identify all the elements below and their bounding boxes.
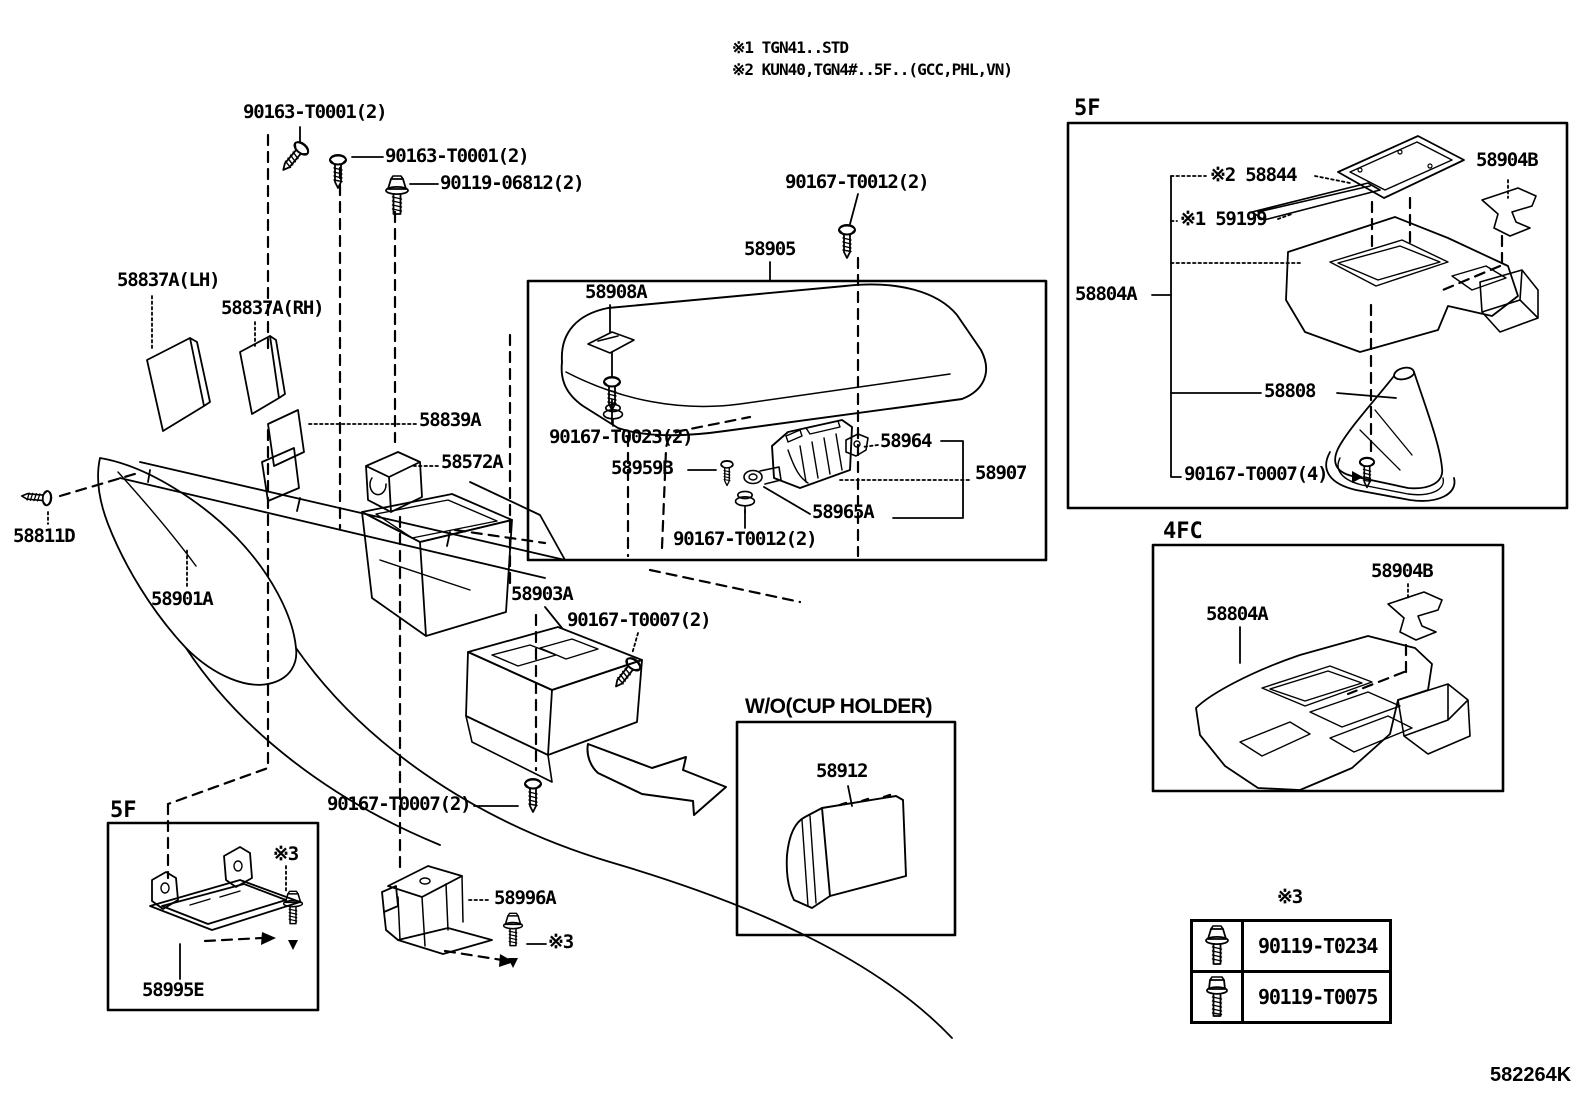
part-label-58995e: 58995E [142,979,205,1001]
part-label-58996a: 58996A [494,887,557,909]
part-label-58907: 58907 [975,462,1027,484]
part-label-58804a-4fc: 58804A [1206,603,1269,625]
part-label-58959b: 58959B [611,457,674,479]
part-label-58837a-lh: 58837A(LH) [117,269,221,291]
part-label-58837a-rh: 58837A(RH) [221,297,325,319]
part-label-90163-t0001-1: 90163-T0001(2) [243,101,388,123]
part-label-58808: 58808 [1264,380,1316,402]
part-label-58908a: 58908A [585,281,648,303]
console-body-drawing [97,335,953,1039]
note-star3-table: ※3 [1277,886,1303,908]
bolt-icon [1193,922,1244,970]
part-label-90167-t0012-top: 90167-T0012(2) [785,171,930,193]
part-label-58839a: 58839A [419,409,482,431]
pointer-arrow [586,743,727,816]
part-label-90167-t0007-b: 90167-T0007(2) [327,793,472,815]
armrest-assembly-box [526,279,1048,562]
bracket-58996a-drawing [381,865,493,955]
table-part-number: 90119-T0075 [1258,985,1378,1009]
part-label-58901a: 58901A [151,588,214,610]
cup-holder-box-title: W/O(CUP HOLDER) [745,695,932,718]
figure-code: 582264K [1490,1064,1572,1086]
leader-lines [179,126,1397,980]
box-tag-4fc: 4FC [1163,519,1203,544]
part-label-58844: ※2 58844 [1210,164,1298,186]
alignment-dashes [58,133,1504,962]
four-speed-parts-drawing [1195,591,1471,791]
armrest-drawing [560,283,988,489]
part-label-90163-t0001-2: 90163-T0001(2) [385,145,530,167]
box-tag-5f-bottom: 5F [110,798,137,823]
part-label-58965a: 58965A [812,501,875,523]
note-star3-bolt: ※3 [548,931,574,953]
bolt-icon [1193,973,1244,1021]
five-speed-parts-drawing [1251,135,1539,502]
part-label-90167-t0023: 90167-T0023(2) [549,426,694,448]
part-label-58904b-top: 58904B [1476,149,1539,171]
part-label-58804a-top: 58804A [1075,283,1138,305]
part-label-58904b-4fc: 58904B [1371,560,1434,582]
table-row: 90119-T0234 [1193,922,1389,970]
part-label-90119-06812: 90119-06812(2) [440,172,585,194]
part-label-58912: 58912 [816,760,868,782]
dash-arrowheads [261,471,1363,968]
note-line-2: ※2 KUN40,TGN4#..5F..(GCC,PHL,VN) [732,60,1013,79]
part-label-58964: 58964 [880,430,932,452]
cup-holder-box [735,720,957,937]
part-label-58811d: 58811D [13,525,76,547]
bolt-reference-table: 90119-T0234 90119-T0075 [1190,919,1392,1024]
four-speed-box [1151,543,1505,793]
bracket-box [106,821,320,1012]
table-row: 90119-T0075 [1193,970,1389,1021]
part-label-58903a: 58903A [511,583,574,605]
note-line-1: ※1 TGN41..STD [732,38,849,57]
dotted-leaders [47,175,1509,901]
five-speed-box [1066,121,1569,510]
part-label-90167-t0007-a: 90167-T0007(2) [567,609,712,631]
note-star3-bracket: ※3 [273,843,299,865]
bracket-58995e-drawing [149,846,301,931]
part-label-58572a: 58572A [441,451,504,473]
part-label-90167-t0012-mid: 90167-T0012(2) [673,528,818,550]
cup-holder-part-drawing [785,793,907,909]
part-label-59199: ※1 59199 [1180,208,1268,230]
box-tag-5f-top: 5F [1074,96,1101,121]
part-label-58905: 58905 [744,238,796,260]
table-part-number: 90119-T0234 [1258,934,1378,958]
part-label-90167-t0007-4: 90167-T0007(4) [1184,463,1329,485]
